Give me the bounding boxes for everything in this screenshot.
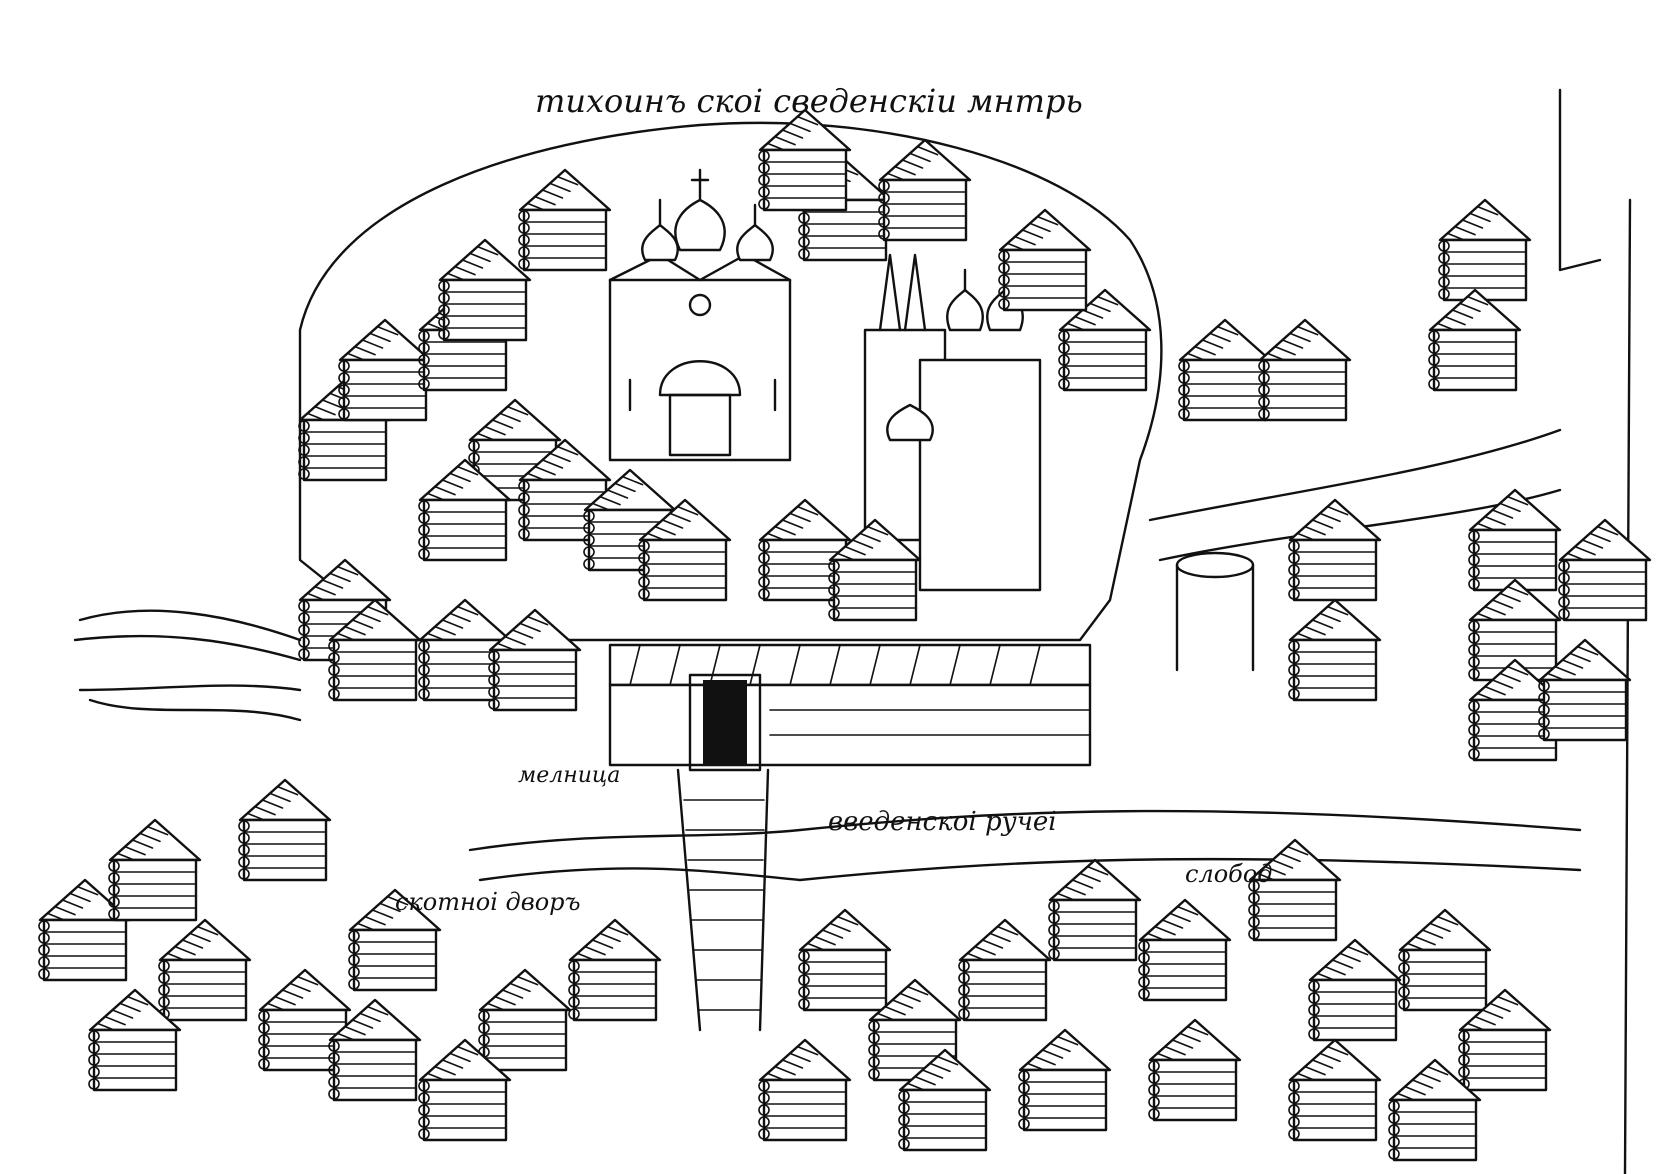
log-house-icon [338, 318, 432, 422]
log-house-icon [518, 168, 612, 272]
log-house-icon [1248, 838, 1342, 942]
settlement-label: слобод [1185, 860, 1272, 888]
log-house-icon [878, 138, 972, 242]
log-house-icon [868, 978, 962, 1082]
houses-group [38, 108, 1652, 1162]
log-house-icon [1178, 318, 1272, 422]
log-house-icon [88, 988, 182, 1092]
log-house-icon [1458, 988, 1552, 1092]
log-house-icon [1148, 1018, 1242, 1122]
log-house-icon [828, 518, 922, 622]
log-house-icon [998, 208, 1092, 312]
log-house-icon [638, 498, 732, 602]
monastery-boundary [298, 121, 1163, 642]
log-house-icon [438, 238, 532, 342]
bridge [676, 768, 770, 1032]
log-house-icon [1288, 598, 1382, 702]
right-boundary-line [1558, 88, 1602, 272]
log-house-icon [1398, 908, 1492, 1012]
log-house-icon [328, 998, 422, 1102]
mill-label: мелница [518, 763, 620, 788]
log-house-icon [1308, 938, 1402, 1042]
round-tower-icon [1175, 551, 1255, 672]
log-house-icon [238, 778, 332, 882]
onion-dome-church-icon [608, 168, 792, 462]
log-house-icon [1288, 1038, 1382, 1142]
monastery-south-wall [608, 643, 1092, 767]
log-house-icon [418, 458, 512, 562]
right-boundary-line-2 [1623, 198, 1632, 1174]
log-house-icon [38, 878, 132, 982]
log-house-icon [488, 608, 582, 712]
log-house-icon [348, 888, 442, 992]
log-house-icon [478, 968, 572, 1072]
log-house-icon [1258, 318, 1352, 422]
brook-label: введенскоі ручеі [828, 807, 1057, 837]
log-house-icon [1468, 578, 1562, 682]
log-house-icon [1558, 518, 1652, 622]
log-house-icon [898, 1048, 992, 1152]
log-house-icon [758, 498, 852, 602]
log-house-icon [1138, 898, 1232, 1002]
log-house-icon [328, 598, 422, 702]
log-house-icon [1018, 1028, 1112, 1132]
cattle-yard-label: скотноі дворъ [395, 888, 581, 916]
monastery-title-label: тихоинъ скоі сведенскіи мнтрь [535, 82, 1083, 120]
log-house-icon [1428, 288, 1522, 392]
log-house-icon [958, 918, 1052, 1022]
log-house-icon [1388, 1058, 1482, 1162]
log-house-icon [798, 908, 892, 1012]
log-house-icon [108, 818, 202, 922]
log-house-icon [418, 1038, 512, 1142]
log-house-icon [758, 1038, 852, 1142]
log-house-icon [1048, 858, 1142, 962]
road-left [73, 609, 302, 722]
log-house-icon [158, 918, 252, 1022]
log-house-icon [568, 918, 662, 1022]
log-house-icon [758, 108, 852, 212]
log-house-icon [1538, 638, 1632, 742]
log-house-icon [1468, 488, 1562, 592]
log-house-icon [1288, 498, 1382, 602]
log-house-icon [1438, 198, 1532, 302]
holy-gate [688, 673, 762, 772]
spired-church-icon [863, 253, 1042, 592]
log-house-icon [418, 598, 512, 702]
